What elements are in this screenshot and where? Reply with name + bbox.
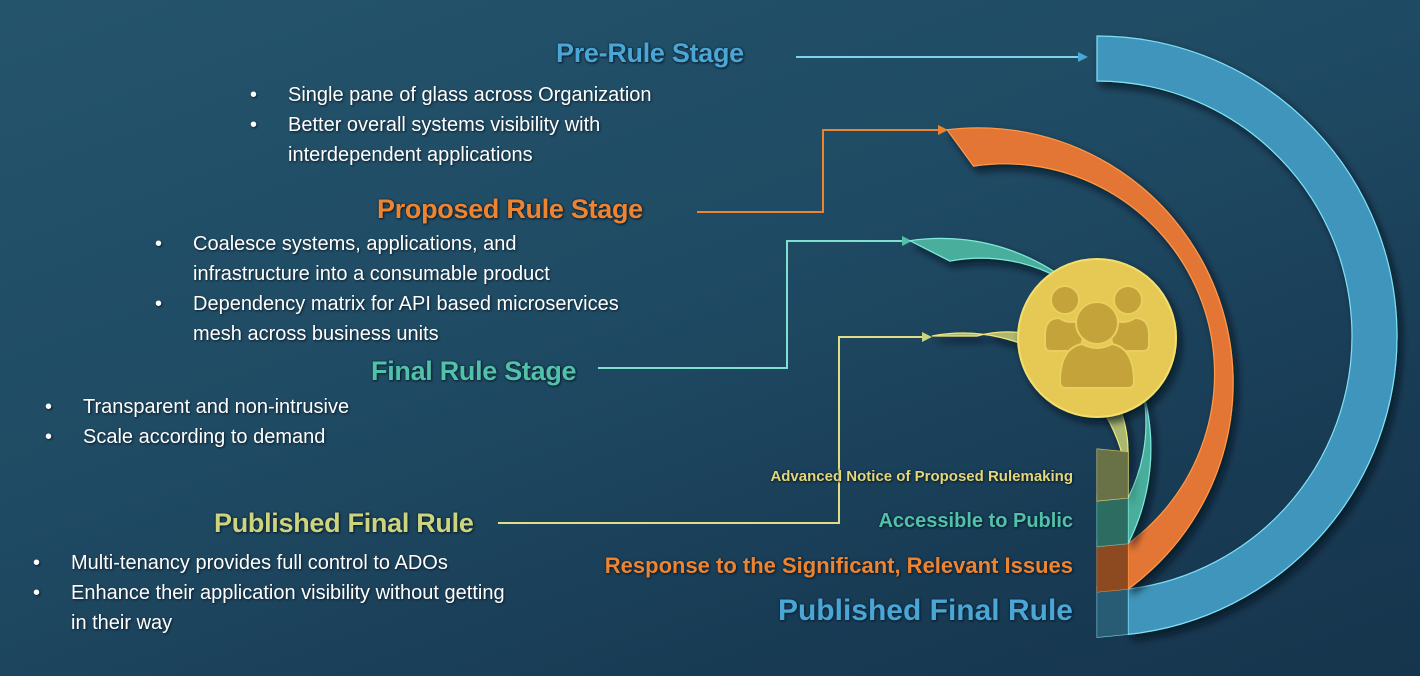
arc-proposed-rule (946, 127, 1234, 591)
bullet-item: Transparent and non-intrusive (45, 392, 465, 422)
connector-published-final-rule (498, 332, 932, 524)
stage-title-published-final-rule: Published Final Rule (214, 508, 474, 538)
bullet-item: Scale according to demand (45, 422, 465, 452)
published-final-rule-bullets: Multi-tenancy provides full control to A… (33, 548, 523, 638)
bullet-item: Multi-tenancy provides full control to A… (33, 548, 523, 578)
arc-pre-rule (1096, 35, 1398, 636)
arc-final-rule-end-tab-shade (1097, 495, 1128, 547)
legend-accessible-to-public: Accessible to Public (878, 510, 1073, 532)
stage-title-final-rule: Final Rule Stage (371, 356, 577, 386)
final-rule-bullets: Transparent and non-intrusive Scale acco… (45, 392, 465, 452)
arc-published-final-rule-end-tab-shade (1097, 448, 1128, 502)
connectors (498, 52, 1088, 524)
stage-title-pre-rule: Pre-Rule Stage (556, 38, 744, 68)
bullet-item: Single pane of glass across Organization (250, 80, 710, 110)
proposed-rule-bullets: Coalesce systems, applications, and infr… (155, 229, 625, 349)
connector-final-rule (598, 236, 912, 369)
pre-rule-bullets: Single pane of glass across Organization… (250, 80, 710, 170)
arc-end-tabs (1096, 448, 1129, 638)
connector-proposed-rule (697, 125, 948, 213)
people-group-icon (1044, 285, 1150, 389)
bullet-item: Coalesce systems, applications, and infr… (155, 229, 625, 289)
bullet-item: Enhance their application visibility wit… (33, 578, 523, 638)
center-badge (1017, 258, 1177, 418)
legend-published-final-rule: Published Final Rule (777, 594, 1073, 627)
bullet-item: Better overall systems visibility with i… (250, 110, 710, 170)
bullet-item: Dependency matrix for API based microser… (155, 289, 625, 349)
arc-proposed-rule-end-tab-shade (1097, 540, 1128, 593)
arc-published-final-rule-end-tab (1096, 448, 1129, 502)
stage-title-proposed-rule: Proposed Rule Stage (377, 194, 643, 224)
legend-response-to-issues: Response to the Significant, Relevant Is… (604, 553, 1073, 578)
arc-pre-rule-end-tab-shade (1097, 586, 1128, 638)
legend-advanced-notice: Advanced Notice of Proposed Rulemaking (770, 468, 1073, 485)
